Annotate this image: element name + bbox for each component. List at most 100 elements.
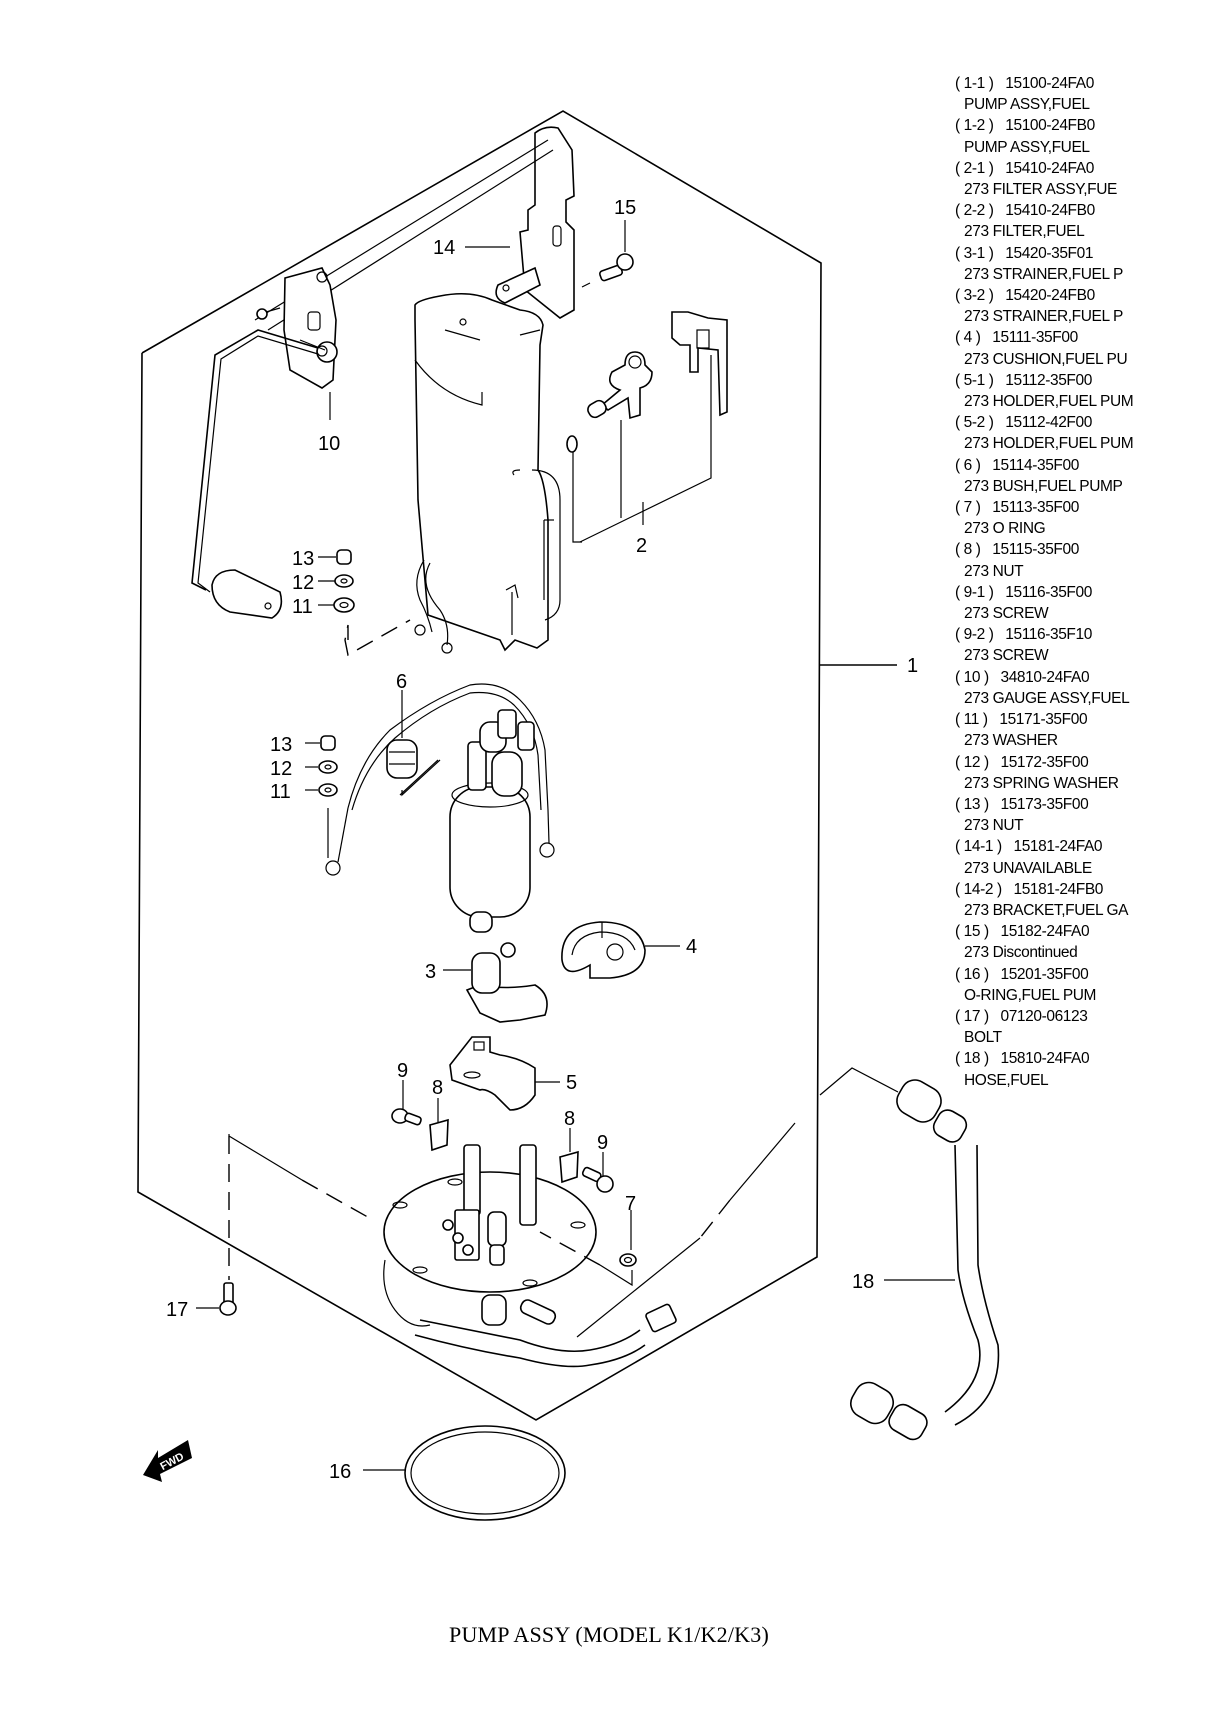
parts-list-entry[interactable]: ( 2-1 ) 15410-24FA0 273 FILTER ASSY,FUE [955, 158, 1215, 200]
part-ref-and-number: ( 9-1 ) 15116-35F00 [955, 583, 1092, 601]
part-description: 273 CUSHION,FUEL PU [964, 350, 1128, 368]
forward-direction-arrow-icon: FWD [143, 1440, 192, 1482]
callout-label-11-lower: 11 [270, 781, 291, 803]
callout-label-14: 14 [433, 237, 455, 259]
callout-label-9-left: 9 [397, 1060, 408, 1082]
part-ref-and-number: ( 11 ) 15171-35F00 [955, 711, 1088, 729]
callout-label-10: 10 [318, 433, 340, 455]
callout-label-13-lower: 13 [270, 734, 292, 756]
parts-list: ( 1-1 ) 15100-24FA0 PUMP ASSY,FUEL ( 1-2… [955, 73, 1215, 1091]
part-ref-and-number: ( 6 ) 15114-35F00 [955, 456, 1079, 474]
parts-list-entry[interactable]: ( 15 ) 15182-24FA0 273 Discontinued [955, 921, 1215, 963]
parts-list-entry[interactable]: ( 5-2 ) 15112-42F00 273 HOLDER,FUEL PUM [955, 412, 1215, 454]
callout-label-12-upper: 12 [292, 572, 314, 594]
part-description: HOSE,FUEL [964, 1071, 1049, 1089]
part-ref-and-number: ( 4 ) 15111-35F00 [955, 329, 1078, 347]
callout-14[interactable]: 14 [433, 237, 510, 259]
parts-list-entry[interactable]: ( 3-1 ) 15420-35F01 273 STRAINER,FUEL P [955, 243, 1215, 285]
oring-part-7[interactable] [539, 1210, 637, 1287]
part-description: 273 O RING [964, 520, 1046, 538]
parts-list-entry[interactable]: ( 14-2 ) 15181-24FB0 273 BRACKET,FUEL GA [955, 879, 1215, 921]
callout-label-8-right: 8 [564, 1108, 575, 1130]
part-ref-and-number: ( 2-1 ) 15410-24FA0 [955, 159, 1094, 177]
fwd-label: FWD [158, 1451, 186, 1473]
parts-list-entry[interactable]: ( 1-1 ) 15100-24FA0 PUMP ASSY,FUEL [955, 73, 1215, 115]
assembly-outline [137, 110, 822, 1421]
part-description: BOLT [964, 1029, 1002, 1047]
part-description: PUMP ASSY,FUEL [964, 138, 1090, 156]
parts-list-entry[interactable]: ( 6 ) 15114-35F00 273 BUSH,FUEL PUMP [955, 455, 1215, 497]
callout-label-8-left: 8 [432, 1077, 443, 1099]
callout-label-17: 17 [166, 1299, 188, 1321]
part-ref-and-number: ( 5-1 ) 15112-35F00 [955, 371, 1092, 389]
filter-housing [414, 292, 561, 654]
parts-list-entry[interactable]: ( 9-1 ) 15116-35F00 273 SCREW [955, 582, 1215, 624]
fuel-pump-motor [325, 683, 555, 933]
pump-base-plate [383, 1144, 677, 1368]
callout-label-6: 6 [396, 671, 407, 693]
part-description: 273 FILTER,FUEL [964, 223, 1085, 241]
screw-part-15[interactable] [581, 220, 634, 288]
part-ref-and-number: ( 7 ) 15113-35F00 [955, 499, 1079, 517]
parts-list-entry[interactable]: ( 10 ) 34810-24FA0 273 GAUGE ASSY,FUEL [955, 667, 1215, 709]
part-description: 273 HOLDER,FUEL PUM [964, 435, 1134, 453]
parts-list-entry[interactable]: ( 17 ) 07120-06123 BOLT [955, 1006, 1215, 1048]
parts-list-entry[interactable]: ( 12 ) 15172-35F00 273 SPRING WASHER [955, 752, 1215, 794]
parts-list-entry[interactable]: ( 9-2 ) 15116-35F10 273 SCREW [955, 624, 1215, 666]
assembly-guide-lines [228, 1122, 796, 1338]
part-description: 273 BRACKET,FUEL GA [964, 901, 1129, 919]
callout-1[interactable]: 1 [819, 655, 918, 677]
part-ref-and-number: ( 1-2 ) 15100-24FB0 [955, 117, 1095, 135]
parts-list-entry[interactable]: ( 3-2 ) 15420-24FB0 273 STRAINER,FUEL P [955, 285, 1215, 327]
part-ref-and-number: ( 10 ) 34810-24FA0 [955, 668, 1090, 686]
parts-list-entry[interactable]: ( 5-1 ) 15112-35F00 273 HOLDER,FUEL PUM [955, 370, 1215, 412]
parts-list-entry[interactable]: ( 1-2 ) 15100-24FB0 PUMP ASSY,FUEL [955, 115, 1215, 157]
callout-label-2: 2 [636, 535, 647, 557]
parts-list-entry[interactable]: ( 18 ) 15810-24FA0 HOSE,FUEL [955, 1048, 1215, 1090]
oring-part-16[interactable] [363, 1425, 566, 1521]
callout-label-12-lower: 12 [270, 758, 292, 780]
parts-list-entry[interactable]: ( 16 ) 15201-35F00 O-RING,FUEL PUM [955, 964, 1215, 1006]
part-ref-and-number: ( 5-2 ) 15112-42F00 [955, 414, 1092, 432]
part-ref-and-number: ( 13 ) 15173-35F00 [955, 795, 1089, 813]
parts-list-entry[interactable]: ( 7 ) 15113-35F00 273 O RING [955, 497, 1215, 539]
callout-label-18: 18 [852, 1271, 874, 1293]
holder-part-5[interactable] [449, 1036, 560, 1111]
screw-part-9-left[interactable] [391, 1080, 422, 1126]
parts-list-entry[interactable]: ( 11 ) 15171-35F00 273 WASHER [955, 709, 1215, 751]
cushion-part-4[interactable] [561, 921, 680, 979]
part-description: O-RING,FUEL PUM [964, 986, 1097, 1004]
bush-part-6[interactable] [386, 690, 441, 797]
part-description: 273 SCREW [964, 605, 1049, 623]
part-description: 273 SCREW [964, 647, 1049, 665]
parts-list-entry[interactable]: ( 2-2 ) 15410-24FB0 273 FILTER,FUEL [955, 200, 1215, 242]
part-ref-and-number: ( 15 ) 15182-24FA0 [955, 923, 1090, 941]
part-description: 273 BUSH,FUEL PUMP [964, 477, 1123, 495]
parts-list-entry[interactable]: ( 14-1 ) 15181-24FA0 273 UNAVAILABLE [955, 836, 1215, 878]
diagram-title: PUMP ASSY (MODEL K1/K2/K3) [449, 1622, 769, 1647]
parts-list-entry[interactable]: ( 8 ) 15115-35F00 273 NUT [955, 539, 1215, 581]
part-ref-and-number: ( 14-1 ) 15181-24FA0 [955, 838, 1103, 856]
part-description: 273 Discontinued [964, 944, 1078, 962]
bolt-part-17[interactable] [196, 1282, 237, 1316]
callout-label-13-upper: 13 [292, 548, 314, 570]
nut-part-8-right[interactable] [559, 1128, 579, 1184]
nut-washer-group-lower[interactable] [305, 735, 338, 858]
nut-part-8-left[interactable] [429, 1098, 449, 1152]
parts-list-entry[interactable]: ( 13 ) 15173-35F00 273 NUT [955, 794, 1215, 836]
filter-part-2[interactable] [566, 311, 728, 543]
fuel-hose-part-18[interactable] [819, 1067, 1000, 1443]
callout-label-9-right: 9 [597, 1132, 608, 1154]
callout-label-3: 3 [425, 961, 436, 983]
fuel-gauge-part-10[interactable] [191, 267, 338, 619]
strainer-part-3[interactable] [443, 942, 548, 1023]
callout-label-1: 1 [907, 655, 918, 677]
callout-label-7: 7 [625, 1193, 636, 1215]
parts-list-entry[interactable]: ( 4 ) 15111-35F00 273 CUSHION,FUEL PU [955, 327, 1215, 369]
nut-washer-group-upper[interactable] [318, 549, 411, 657]
part-description: 273 NUT [964, 562, 1024, 580]
screw-part-9-right[interactable] [581, 1152, 614, 1193]
part-description: 273 UNAVAILABLE [964, 859, 1092, 877]
part-description: 273 WASHER [964, 732, 1058, 750]
